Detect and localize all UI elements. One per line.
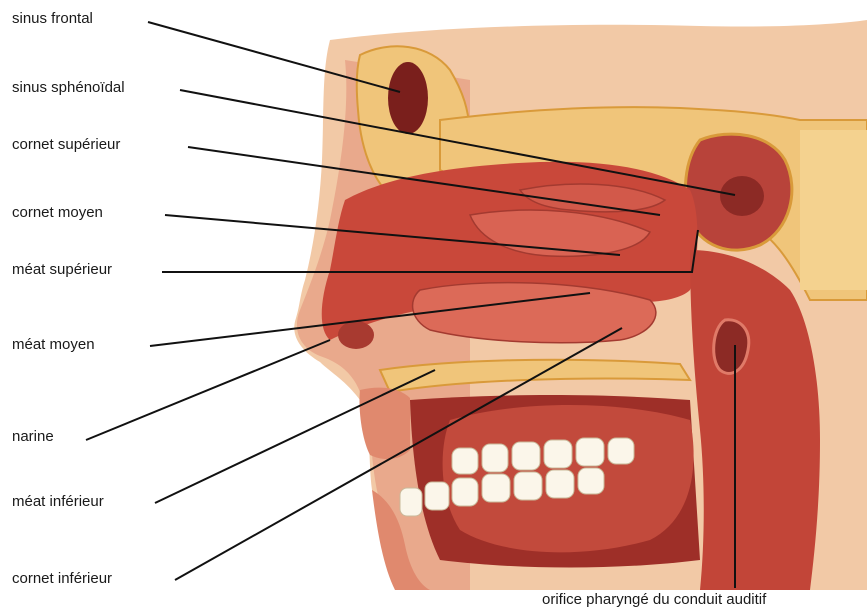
upper-lip xyxy=(359,388,410,460)
nostril-opening xyxy=(338,321,374,349)
label-sinus-sphenoidal: sinus sphénoïdal xyxy=(12,79,125,97)
sphenoid-sinus-opening xyxy=(720,176,764,216)
label-sinus-frontal: sinus frontal xyxy=(12,10,93,28)
label-narine: narine xyxy=(12,428,54,446)
occipital-bone-area xyxy=(800,130,867,290)
label-meat-moyen: méat moyen xyxy=(12,336,95,354)
label-cornet-superieur: cornet supérieur xyxy=(12,136,120,154)
eustachian-tube-orifice xyxy=(714,320,749,374)
label-meat-inferieur: méat inférieur xyxy=(12,493,104,511)
label-cornet-inferieur: cornet inférieur xyxy=(12,570,112,588)
label-orifice-pharynge: orifice pharyngé du conduit auditif xyxy=(542,591,766,609)
label-cornet-moyen: cornet moyen xyxy=(12,204,103,222)
label-meat-superieur: méat supérieur xyxy=(12,261,112,279)
leader-narine xyxy=(86,340,330,440)
frontal-sinus-cavity xyxy=(388,62,428,134)
